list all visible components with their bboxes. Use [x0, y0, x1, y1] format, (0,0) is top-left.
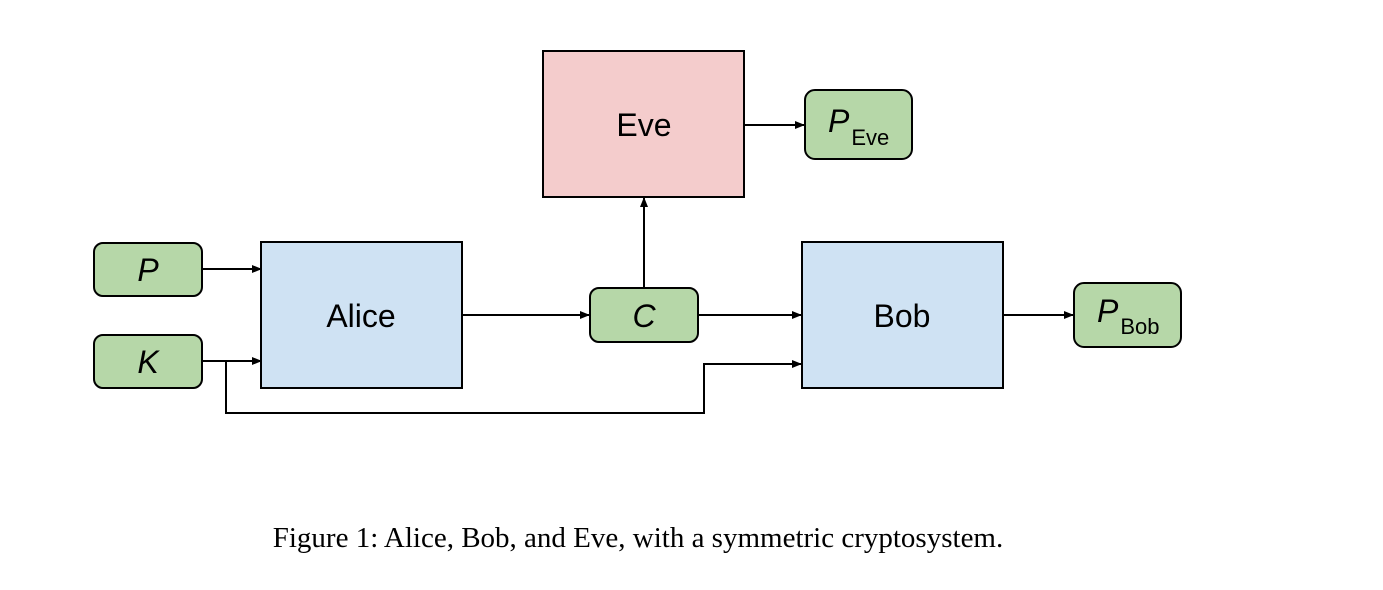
p-eve-main: P: [828, 103, 850, 139]
eve-node: Eve: [542, 50, 745, 198]
key-node: K: [93, 334, 203, 389]
p-bob-subscript: Bob: [1120, 314, 1159, 339]
p-bob-label: PBob: [1097, 293, 1160, 339]
edge-k-to-bob: [225, 360, 802, 414]
alice-box: [260, 241, 463, 389]
eve-box: [542, 50, 745, 198]
bob-box: [801, 241, 1004, 389]
key-label: K: [137, 344, 160, 380]
ciphertext-label: C: [632, 298, 656, 334]
bob-node: Bob: [801, 241, 1004, 389]
p-bob-node: PBob: [1073, 282, 1182, 348]
p-eve-label: PEve: [828, 103, 889, 150]
alice-node: Alice: [260, 241, 463, 389]
plaintext-node: P: [93, 242, 203, 297]
p-bob-box: [1073, 282, 1182, 348]
key-box: [93, 334, 203, 389]
plaintext-box: [93, 242, 203, 297]
ciphertext-node: C: [589, 287, 699, 343]
p-eve-node: PEve: [804, 89, 913, 160]
p-bob-main: P: [1097, 293, 1119, 329]
bob-label: Bob: [874, 298, 931, 334]
alice-label: Alice: [326, 298, 395, 334]
eve-label: Eve: [616, 107, 671, 143]
ciphertext-box: [589, 287, 699, 343]
p-eve-box: [804, 89, 913, 160]
p-eve-subscript: Eve: [851, 125, 889, 150]
plaintext-label: P: [137, 252, 159, 288]
figure-caption: Figure 1: Alice, Bob, and Eve, with a sy…: [272, 522, 1004, 554]
edges: [202, 121, 1074, 414]
